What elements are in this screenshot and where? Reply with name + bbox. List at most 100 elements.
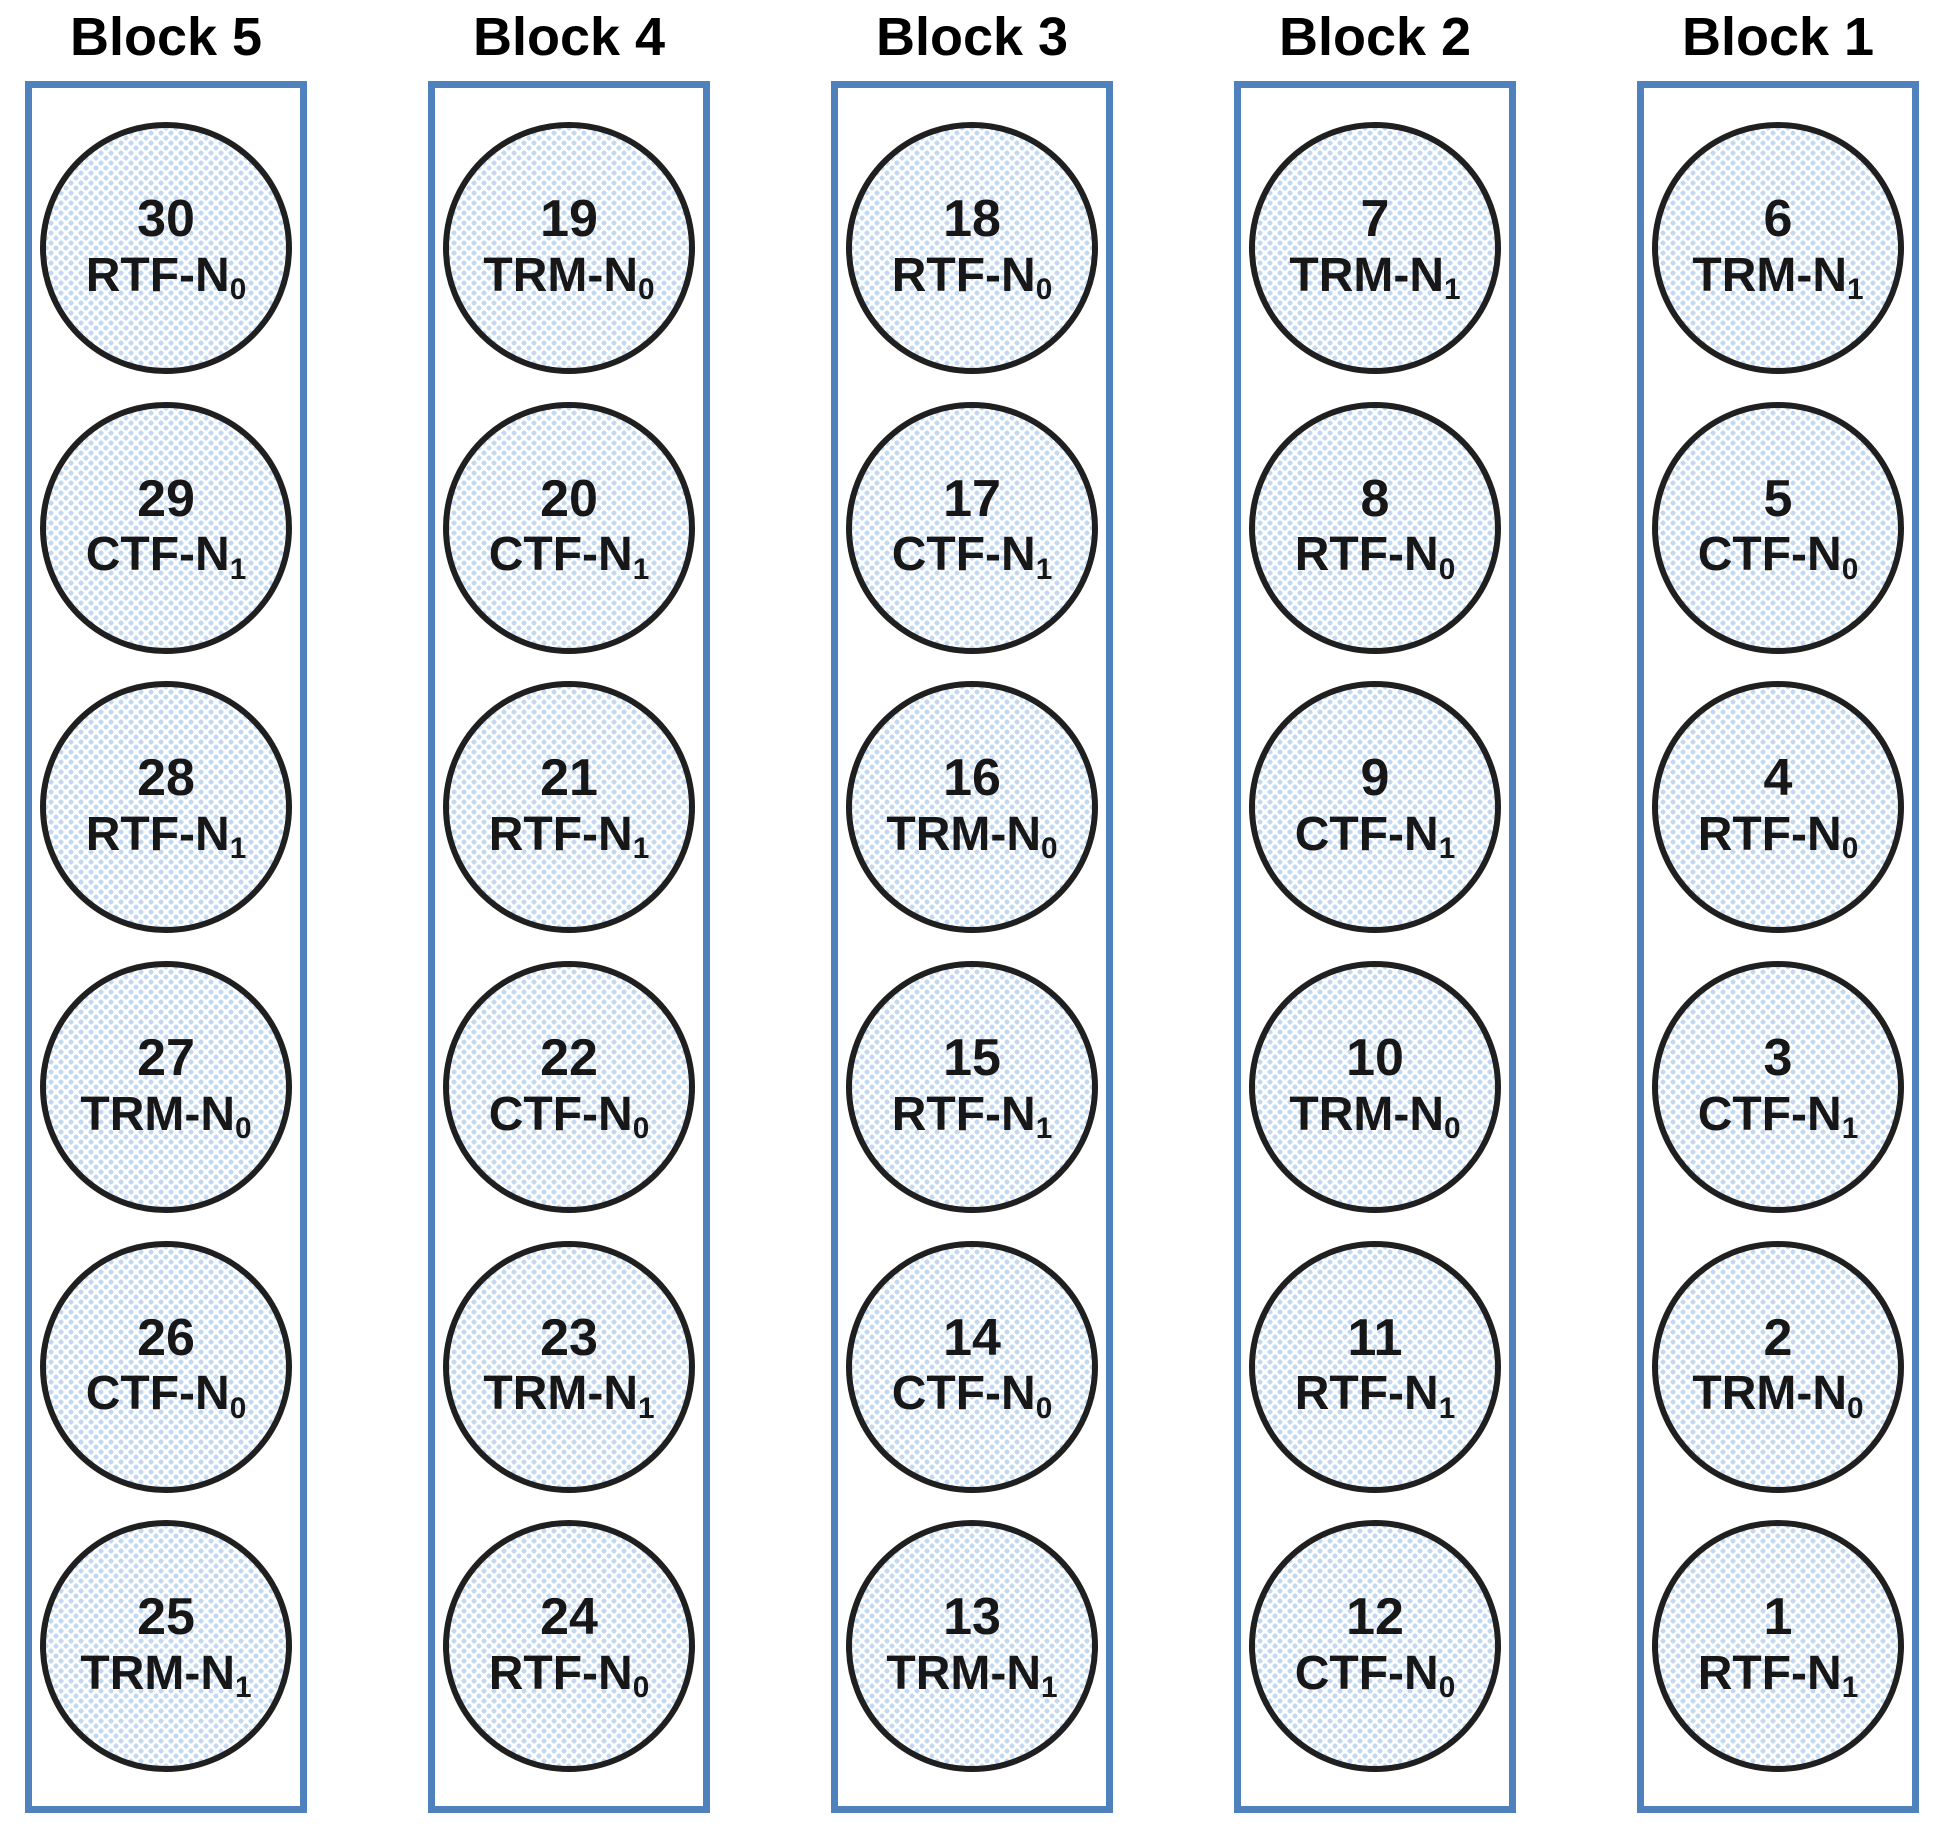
nitrogen-level-subscript: 0 xyxy=(235,1111,252,1145)
nitrogen-level-subscript: 1 xyxy=(1841,1111,1859,1145)
plot-number: 17 xyxy=(943,469,1001,528)
nitrogen-level-subscript: 0 xyxy=(1041,832,1058,866)
block-title: Block 3 xyxy=(875,7,1069,67)
plot-number: 16 xyxy=(943,749,1001,808)
plot-treatment: RTF-N1 xyxy=(86,806,247,866)
nitrogen-level-subscript: 0 xyxy=(632,1111,650,1145)
plot-treatment: RTF-N0 xyxy=(1698,806,1859,865)
nitrogen-level-subscript: 1 xyxy=(1041,1671,1058,1705)
block-title: Block 1 xyxy=(1681,7,1875,67)
plot-treatment: TRM-N0 xyxy=(1289,1086,1460,1145)
plot-treatment: TRM-N0 xyxy=(886,806,1058,866)
plot-number: 25 xyxy=(137,1588,195,1647)
plot-treatment: TRM-N1 xyxy=(1289,247,1460,306)
treatment-code: CTF-N xyxy=(1294,1646,1439,1700)
plot-number: 9 xyxy=(1360,749,1390,808)
nitrogen-level-subscript: 0 xyxy=(632,1671,650,1705)
plot-number: 23 xyxy=(540,1308,598,1367)
plot-treatment: CTF-N0 xyxy=(1294,1645,1456,1705)
nitrogen-level-subscript: 1 xyxy=(1035,1111,1053,1145)
plot-number: 15 xyxy=(943,1028,1001,1087)
plot-treatment: TRM-N1 xyxy=(80,1645,252,1705)
plot-number: 19 xyxy=(540,189,598,248)
plot-treatment: TRM-N1 xyxy=(886,1645,1058,1705)
plot-treatment: CTF-N1 xyxy=(86,526,247,585)
plot-number: 6 xyxy=(1763,189,1793,248)
plot-number: 24 xyxy=(540,1588,598,1647)
treatment-code: TRM-N xyxy=(483,1367,639,1421)
plot-number: 27 xyxy=(137,1028,195,1087)
nitrogen-level-subscript: 1 xyxy=(1438,1391,1456,1425)
plot-treatment: TRM-N1 xyxy=(483,1365,655,1425)
plot-treatment: TRM-N0 xyxy=(80,1086,252,1145)
treatment-code: CTF-N xyxy=(891,528,1036,582)
plot-number: 4 xyxy=(1763,749,1793,808)
plot-number: 8 xyxy=(1360,469,1390,528)
plot-treatment: CTF-N1 xyxy=(1698,1086,1859,1145)
plot-number: 18 xyxy=(943,189,1001,248)
treatment-code: TRM-N xyxy=(886,807,1042,861)
plot-treatment: CTF-N1 xyxy=(1295,806,1456,865)
treatment-code: RTF-N xyxy=(488,1646,633,1700)
plot-treatment: RTF-N1 xyxy=(1295,1365,1456,1425)
nitrogen-level-subscript: 1 xyxy=(1847,272,1864,306)
block-title: Block 2 xyxy=(1278,7,1472,67)
treatment-code: TRM-N xyxy=(886,1646,1042,1700)
plot-number: 11 xyxy=(1347,1308,1403,1367)
nitrogen-level-subscript: 1 xyxy=(229,832,247,866)
treatment-code: TRM-N xyxy=(1692,1367,1848,1421)
plot-treatment: CTF-N0 xyxy=(891,1365,1053,1425)
nitrogen-level-subscript: 0 xyxy=(1035,272,1053,306)
nitrogen-level-subscript: 0 xyxy=(229,1391,247,1425)
plot-treatment: TRM-N0 xyxy=(1692,1365,1864,1425)
treatment-code: TRM-N xyxy=(80,1087,236,1141)
plot-treatment: CTF-N0 xyxy=(489,1086,650,1145)
plot-number: 26 xyxy=(137,1308,195,1367)
treatment-code: RTF-N xyxy=(891,248,1036,302)
plot-treatment: CTF-N0 xyxy=(1698,526,1859,586)
treatment-code: CTF-N xyxy=(85,1367,230,1421)
plot-treatment: RTF-N1 xyxy=(489,806,650,865)
treatment-code: TRM-N xyxy=(1289,248,1445,302)
treatment-code: CTF-N xyxy=(891,1367,1036,1421)
nitrogen-level-subscript: 0 xyxy=(1438,1671,1456,1705)
plot-treatment: RTF-N0 xyxy=(488,1645,650,1705)
nitrogen-level-subscript: 1 xyxy=(235,1671,252,1705)
block-title: Block 5 xyxy=(69,7,263,67)
nitrogen-level-subscript: 1 xyxy=(632,552,650,586)
plot-number: 30 xyxy=(137,189,195,248)
plot-treatment: CTF-N1 xyxy=(489,526,650,586)
treatment-code: RTF-N xyxy=(85,248,230,302)
nitrogen-level-subscript: 0 xyxy=(1841,552,1859,586)
nitrogen-level-subscript: 1 xyxy=(638,1391,655,1425)
nitrogen-level-subscript: 0 xyxy=(1035,1391,1053,1425)
plot-treatment: CTF-N0 xyxy=(85,1365,247,1425)
nitrogen-level-subscript: 0 xyxy=(1847,1391,1864,1425)
nitrogen-level-subscript: 1 xyxy=(1035,552,1053,586)
plot-number: 10 xyxy=(1346,1028,1404,1087)
